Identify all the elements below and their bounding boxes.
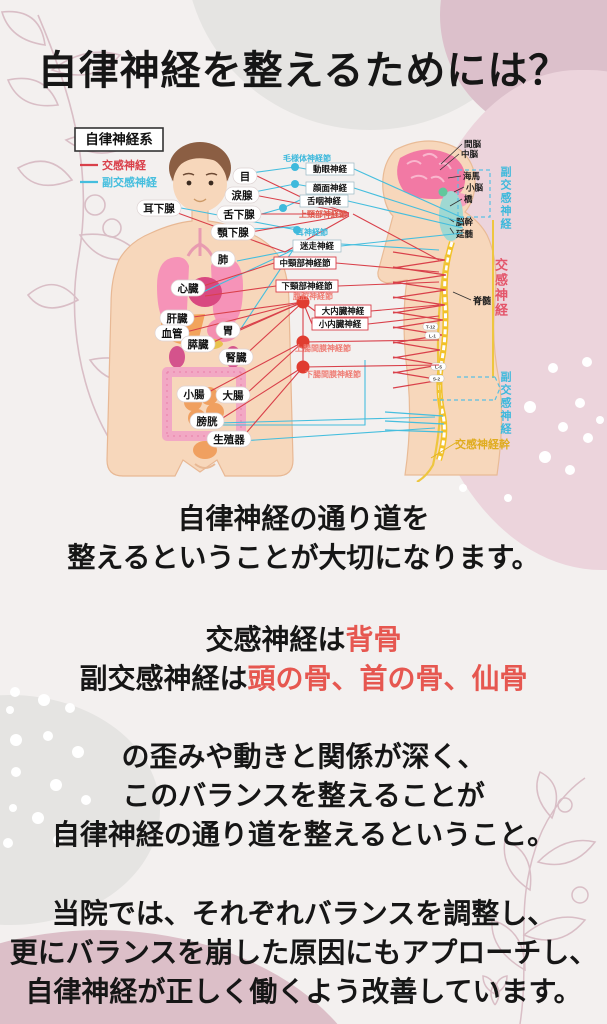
bones-line1-red: 背骨 bbox=[345, 625, 402, 656]
svg-text:小腸: 小腸 bbox=[183, 388, 205, 401]
svg-text:大腸: 大腸 bbox=[223, 389, 244, 402]
spinal-cord-label: 脊髄 bbox=[472, 295, 492, 306]
intro-line-2: 整えるということが大切になります。 bbox=[67, 543, 540, 574]
svg-text:耳下腺: 耳下腺 bbox=[143, 202, 175, 215]
svg-text:下頸部神経節: 下頸部神経節 bbox=[281, 281, 333, 291]
nerve-labels: 毛様体神経節 動眼神経 顔面神経 舌咽神経 上頸部神経節 耳神経節 迷走神経 中… bbox=[273, 153, 372, 379]
svg-text:中脳: 中脳 bbox=[461, 149, 479, 159]
svg-text:上頸部神経節: 上頸部神経節 bbox=[299, 209, 347, 219]
svg-text:目: 目 bbox=[240, 171, 251, 183]
parasympathetic-vertical-bottom: 副交感神経 bbox=[499, 371, 511, 436]
svg-text:L-5: L-5 bbox=[435, 364, 442, 369]
bones-line2-red: 頭の骨、首の骨、仙骨 bbox=[247, 664, 528, 695]
svg-text:生殖器: 生殖器 bbox=[213, 433, 245, 446]
legend-title: 自律神経系 bbox=[85, 131, 153, 147]
clinic-line-1: 当院では、それぞれバランスを調整し、 bbox=[51, 899, 556, 930]
autonomic-nervous-system-diagram: T-12 L-1 L-5 S-2 間脳 中脳 海馬 小脳 橋 脳幹 bbox=[55, 120, 555, 482]
svg-text:涙腺: 涙腺 bbox=[232, 189, 253, 202]
vertebra-labels: T-12 L-1 L-5 S-2 bbox=[422, 322, 447, 383]
section-balance: の歪みや動きと関係が深く、 このバランスを整えることが 自律神経の通り道を整える… bbox=[0, 738, 607, 855]
nerve-lines bbox=[174, 163, 464, 442]
svg-text:S-2: S-2 bbox=[433, 376, 441, 381]
svg-text:胃: 胃 bbox=[223, 325, 234, 337]
section-bones: 交感神経は背骨 副交感神経は頭の骨、首の骨、仙骨 bbox=[0, 621, 607, 699]
clinic-line-3: 自律神経が正しく働くよう改善しています。 bbox=[25, 977, 582, 1008]
white-dots-left bbox=[3, 687, 91, 848]
svg-text:脳幹: 脳幹 bbox=[455, 217, 474, 227]
svg-text:顔面神経: 顔面神経 bbox=[312, 183, 348, 193]
svg-text:橋: 橋 bbox=[464, 194, 473, 204]
svg-text:T-12: T-12 bbox=[426, 324, 436, 329]
svg-text:小脳: 小脳 bbox=[465, 183, 484, 193]
brain-labels: 間脳 中脳 海馬 小脳 橋 脳幹 延髄 bbox=[439, 139, 484, 239]
olive-branch-bottom-right bbox=[482, 770, 597, 1024]
bones-line-1: 交感神経は背骨 bbox=[0, 621, 607, 660]
svg-text:延髄: 延髄 bbox=[455, 229, 474, 239]
legend-parasympathetic: 副交感神経 bbox=[102, 175, 158, 189]
legend: 自律神経系 交感神経 副交感神経 bbox=[74, 127, 164, 189]
bones-line2-black: 副交感神経は bbox=[79, 664, 248, 695]
sympathetic-trunk-label: 交感神経幹 bbox=[455, 439, 510, 451]
svg-text:耳神経節: 耳神経節 bbox=[296, 227, 328, 237]
svg-text:下腸間膜神経節: 下腸間膜神経節 bbox=[305, 369, 361, 379]
legend-sympathetic: 交感神経 bbox=[102, 158, 147, 172]
svg-text:血管: 血管 bbox=[162, 327, 183, 340]
svg-text:舌下腺: 舌下腺 bbox=[223, 208, 255, 221]
svg-text:腎臓: 腎臓 bbox=[226, 351, 247, 364]
svg-text:肝臓: 肝臓 bbox=[167, 312, 188, 325]
svg-text:膵臓: 膵臓 bbox=[188, 338, 209, 351]
svg-text:中頸部神経節: 中頸部神経節 bbox=[279, 258, 331, 268]
svg-text:間脳: 間脳 bbox=[464, 139, 482, 149]
svg-text:顎下腺: 顎下腺 bbox=[217, 226, 249, 239]
svg-text:海馬: 海馬 bbox=[463, 171, 481, 181]
svg-text:小内臓神経: 小内臓神経 bbox=[318, 319, 362, 329]
intro-line-1: 自律神経の通り道を bbox=[177, 504, 430, 535]
section-intro: 自律神経の通り道を 整えるということが大切になります。 bbox=[0, 500, 607, 578]
bones-line-2: 副交感神経は頭の骨、首の骨、仙骨 bbox=[0, 660, 607, 699]
svg-text:動眼神経: 動眼神経 bbox=[313, 164, 348, 174]
svg-text:大内臓神経: 大内臓神経 bbox=[322, 306, 365, 316]
svg-text:肺: 肺 bbox=[218, 253, 229, 266]
sympathetic-vertical: 交感神経 bbox=[493, 258, 508, 318]
page-title: 自律神経を整えるためには？ bbox=[37, 48, 570, 93]
balance-line-2: このバランスを整えることが bbox=[122, 781, 485, 812]
bones-line1-black: 交感神経は bbox=[205, 625, 346, 656]
svg-text:毛様体神経節: 毛様体神経節 bbox=[283, 153, 331, 163]
ganglion-dots bbox=[279, 163, 310, 374]
svg-text:上腸間膜神経節: 上腸間膜神経節 bbox=[295, 343, 351, 353]
white-dots-right bbox=[459, 357, 604, 502]
section-clinic: 当院では、それぞれバランスを調整し、 更にバランスを崩した原因にもアプローチし、… bbox=[0, 895, 607, 1012]
svg-text:膀胱: 膀胱 bbox=[196, 415, 218, 428]
svg-text:腹腔神経節: 腹腔神経節 bbox=[292, 291, 333, 301]
organ-labels: 目 涙腺 耳下腺 舌下腺 顎下腺 肺 心臓 肝臓 血管 胃 膵臓 腎臓 小腸 大… bbox=[136, 167, 262, 448]
svg-text:舌咽神経: 舌咽神経 bbox=[307, 196, 342, 206]
svg-text:L-1: L-1 bbox=[429, 333, 436, 338]
balance-line-1: の歪みや動きと関係が深く、 bbox=[121, 742, 486, 773]
side-figure: T-12 L-1 L-5 S-2 間脳 中脳 海馬 小脳 橋 脳幹 bbox=[377, 139, 503, 482]
svg-text:心臓: 心臓 bbox=[178, 282, 199, 295]
parasympathetic-vertical-top: 副交感神経 bbox=[499, 166, 511, 231]
body-diagram-svg: T-12 L-1 L-5 S-2 間脳 中脳 海馬 小脳 橋 脳幹 bbox=[74, 127, 503, 482]
balance-line-3: 自律神経の通り道を整えるということ。 bbox=[51, 820, 556, 851]
svg-text:迷走神経: 迷走神経 bbox=[299, 241, 335, 251]
clinic-line-2: 更にバランスを崩した原因にもアプローチし、 bbox=[9, 938, 598, 969]
